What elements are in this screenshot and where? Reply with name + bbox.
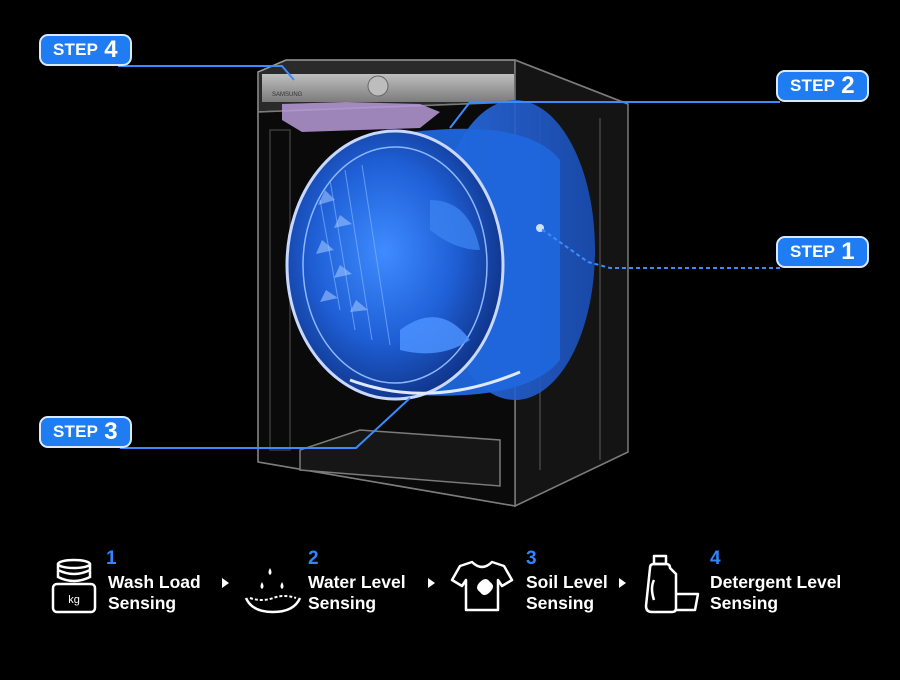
drum-opening — [285, 129, 505, 401]
weight-scale-icon: kg — [51, 558, 97, 614]
detergent-drawer — [282, 102, 440, 132]
step-number: 4 — [104, 36, 118, 63]
step-word: STEP — [790, 76, 836, 95]
kg-text: kg — [68, 594, 80, 606]
step-word: STEP — [53, 40, 99, 59]
callout-lines — [118, 65, 780, 449]
step-1-badge: STEP 1 — [776, 236, 869, 268]
step-2-badge: STEP 2 — [776, 70, 869, 102]
stained-shirt-icon — [450, 560, 514, 612]
step-number: 1 — [841, 238, 855, 265]
step-word: STEP — [790, 242, 836, 261]
step-number: 4 — [710, 548, 721, 569]
water-drops-icon — [244, 568, 302, 614]
step-number: 3 — [526, 548, 537, 569]
arrow-right-icon — [619, 578, 626, 588]
step-3-badge: STEP 3 — [39, 416, 132, 448]
step-4-badge: STEP 4 — [39, 34, 132, 66]
arrow-right-icon — [222, 578, 229, 588]
arrow-right-icon — [428, 578, 435, 588]
step-number: 1 — [106, 548, 117, 569]
step-word: STEP — [53, 422, 99, 441]
step-number: 2 — [841, 72, 855, 99]
detergent-bottle-icon — [644, 554, 700, 614]
step-number: 3 — [104, 418, 118, 445]
brand-logo-text: SAMSUNG — [272, 92, 303, 98]
step-number: 2 — [308, 548, 319, 569]
